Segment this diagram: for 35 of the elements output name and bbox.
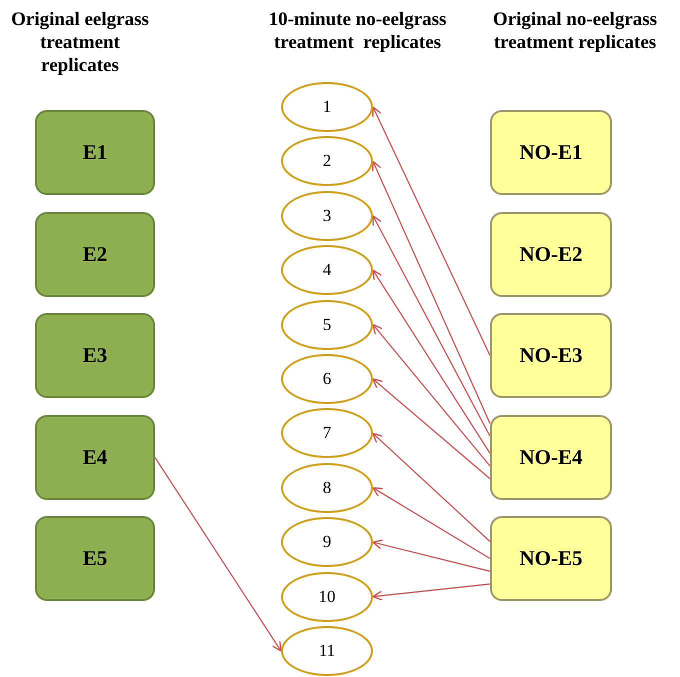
- arrow: [372, 583, 490, 601]
- replicate-oval: 4: [281, 245, 373, 296]
- arrow: [372, 378, 490, 480]
- treatment-box: E2: [35, 212, 155, 297]
- column-heading: 10-minute no-eelgrass treatment replicates: [268, 8, 448, 54]
- replicate-oval: 7: [281, 408, 373, 458]
- treatment-box: NO-E1: [490, 110, 612, 195]
- treatment-box: NO-E4: [490, 415, 612, 500]
- arrow: [372, 324, 490, 466]
- replicate-oval: 5: [281, 300, 373, 350]
- treatment-box: E1: [35, 110, 155, 195]
- replicate-oval: 10: [281, 572, 373, 622]
- treatment-box: NO-E2: [490, 212, 612, 297]
- arrow: [372, 160, 491, 424]
- replicate-oval: 9: [281, 517, 373, 568]
- column-heading: Original no-eelgrass treatment replicates: [492, 8, 658, 54]
- replicate-oval: 3: [281, 190, 373, 241]
- column-heading: Original eelgrass treatment replicates: [10, 8, 150, 77]
- treatment-box: E3: [35, 313, 155, 398]
- arrow: [372, 487, 490, 560]
- arrow: [372, 539, 490, 572]
- arrow: [154, 457, 282, 652]
- arrow: [372, 432, 490, 542]
- replicate-oval: 2: [281, 136, 373, 186]
- treatment-box: NO-E3: [490, 313, 612, 398]
- replicate-oval: 6: [281, 354, 373, 404]
- replicate-oval: 8: [281, 462, 373, 513]
- replicate-oval: 1: [281, 82, 373, 132]
- treatment-box: E5: [35, 516, 155, 601]
- treatment-box: E4: [35, 415, 155, 500]
- arrow: [372, 215, 491, 437]
- treatment-box: NO-E5: [490, 516, 612, 601]
- arrow: [372, 270, 490, 454]
- arrow: [372, 106, 491, 356]
- replicate-oval: 11: [281, 626, 373, 676]
